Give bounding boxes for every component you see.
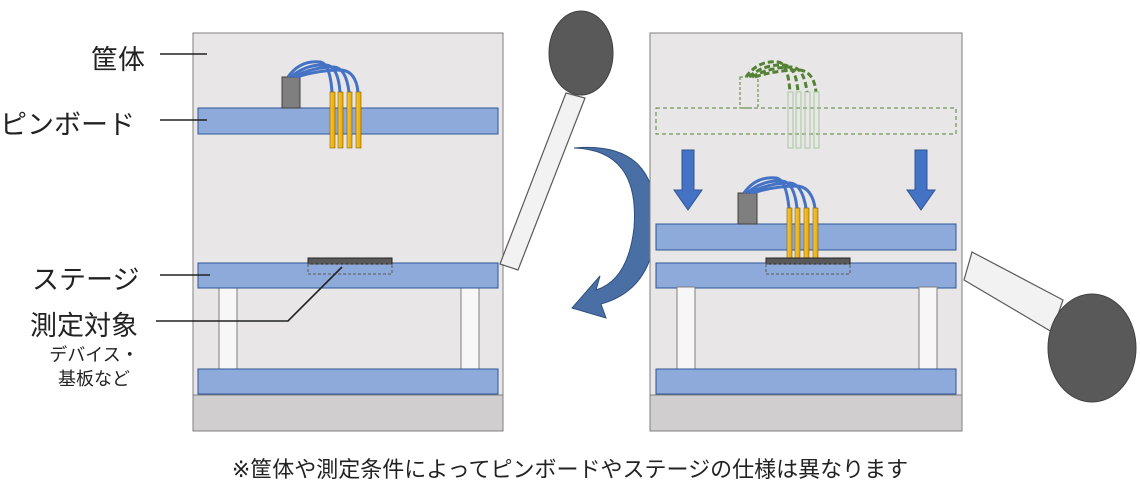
left-bottom-plate [197,368,499,395]
down-arrow-icon [673,149,936,211]
right-lever-knob [1047,293,1137,403]
right-wires [742,176,817,209]
right-stage [655,262,957,289]
right-base [649,394,963,432]
leader-lines [156,53,343,322]
label-pin-board: ピンボード [0,110,135,141]
footnote: ※筐体や測定条件によってピンボードやステージの仕様は異なります [231,458,909,483]
curved-arrow-icon [571,146,657,319]
left-target [307,257,393,265]
left-pins [329,91,362,149]
right-ghost-wires [744,60,818,93]
left-base [192,394,504,432]
left-pillar-1 [218,286,238,370]
label-stage: ステージ [32,265,140,296]
right-connector [737,192,758,225]
left-lever-arm [499,92,586,271]
right-unit [649,32,1137,432]
left-stage [197,262,499,289]
left-pillar-2 [460,286,480,370]
right-bottom-plate [655,368,957,395]
right-pillar-2 [918,286,938,370]
right-ghost-pins [787,91,820,149]
right-pillar-1 [676,286,696,370]
left-lever-knob [548,10,614,96]
left-connector [281,76,301,109]
right-ghost-board [655,107,957,135]
right-target [765,257,851,265]
right-lever-arm [963,251,1064,333]
left-wires [286,60,360,93]
right-ghost-connector [739,76,759,109]
label-target-sub-line1: デバイス・ [49,345,139,366]
label-housing: 筐体 [91,45,145,76]
left-target-outline [307,263,393,275]
right-target-outline [765,263,851,275]
left-unit [192,10,614,432]
label-target-sub-line2: 基板など [58,369,130,390]
label-target: 測定対象 [30,311,138,342]
label-target-sub: デバイス・ 基板など [40,344,148,392]
